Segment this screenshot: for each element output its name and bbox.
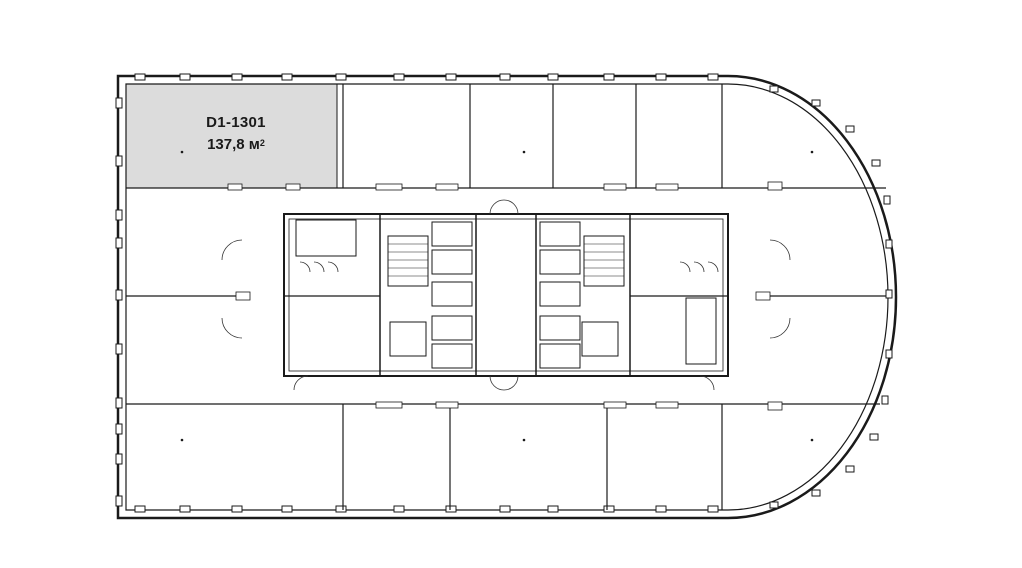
core	[283, 213, 729, 377]
window-mullions	[115, 73, 893, 513]
door-swings	[221, 199, 791, 391]
unit-d1-1301-area[interactable]	[125, 83, 338, 189]
room-center-dots	[180, 150, 814, 442]
room-markers	[227, 181, 783, 411]
